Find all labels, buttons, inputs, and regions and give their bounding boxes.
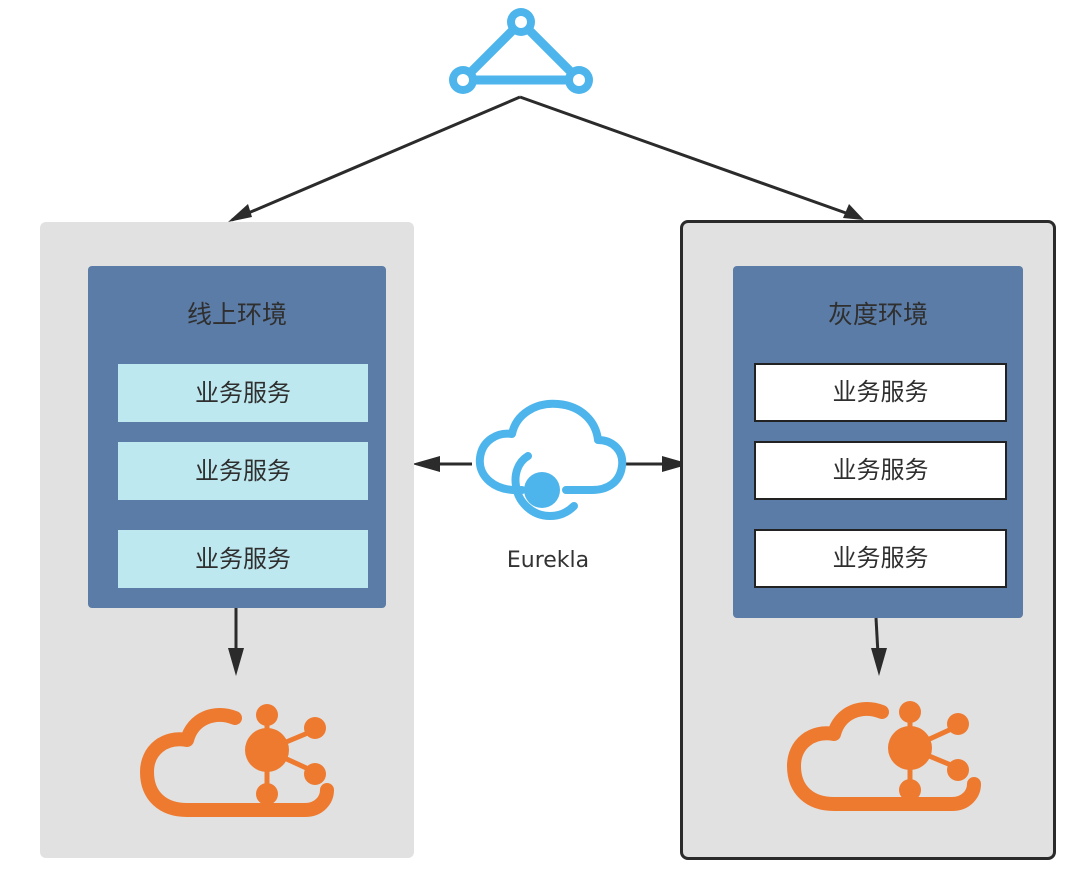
online-environment-title: 线上环境 [186, 300, 287, 329]
cloud-hub-icon-gray [787, 701, 981, 811]
gateway-to-online-arrow [228, 95, 521, 222]
gray-service-3[interactable]: 业务服务 [754, 529, 1007, 588]
online-service-1[interactable]: 业务服务 [118, 364, 368, 422]
gray-environment-title: 灰度环境 [827, 300, 928, 329]
eureka-label: Eurekla [506, 548, 590, 573]
gray-service-1[interactable]: 业务服务 [754, 363, 1007, 422]
eureka-cloud-icon [475, 399, 627, 521]
online-service-3[interactable]: 业务服务 [118, 530, 368, 588]
registry-to-gray-arrow [624, 456, 690, 472]
online-to-config-arrow [228, 608, 244, 676]
gateway-to-gray-arrow [519, 95, 864, 220]
online-service-2[interactable]: 业务服务 [118, 442, 368, 500]
gray-service-2[interactable]: 业务服务 [754, 441, 1007, 500]
network-triangle-icon [449, 8, 593, 94]
cloud-hub-icon [140, 704, 334, 817]
gray-to-config-arrow [871, 617, 887, 676]
registry-to-online-arrow [412, 456, 472, 472]
